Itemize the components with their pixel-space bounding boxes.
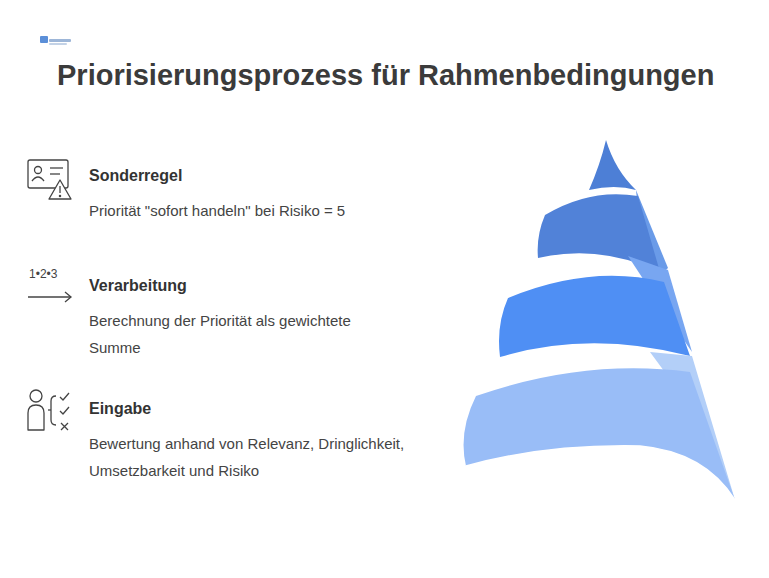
cone-edge [466,446,735,500]
check-mark [60,407,69,414]
bracket-tick [48,409,51,410]
warning-dot [59,195,60,196]
spiral-cone [464,140,735,500]
cone-band-bottom [464,368,735,500]
warning-triangle [49,180,71,199]
bracket [51,396,56,425]
logo [40,36,71,45]
arrow-head [65,292,71,302]
person-checklist-icon [28,390,69,430]
step-item: SonderregelPriorität "sofort handeln" be… [89,166,419,224]
arrow-line [28,296,71,297]
person-body [28,405,44,430]
step-description: Bewertung anhand von Relevanz, Dringlich… [89,430,409,484]
step-item: VerarbeitungBerechnung der Priorität als… [89,276,389,361]
cross-mark [61,423,68,430]
step-heading: Verarbeitung [89,276,389,296]
cone-band-middle [499,276,690,357]
logo-mark [49,39,71,42]
sequence-arrow-icon [28,292,71,302]
step-description: Berechnung der Priorität als gewichtete … [89,307,389,361]
step-heading: Sonderregel [89,166,419,186]
check-mark [60,393,69,400]
step-description: Priorität "sofort handeln" bei Risiko = … [89,197,419,224]
logo-mark [49,43,67,45]
logo-mark [40,36,48,43]
icon-label: 1•2•3 [29,267,57,281]
person-head [35,167,42,174]
diagram-title: Priorisierungsprozess für Rahmenbedingun… [57,58,714,93]
cone-tip [589,140,636,190]
cone-band-top [538,194,660,272]
warning-id-icon [28,160,71,199]
card-line [50,167,63,168]
person-head [30,390,42,402]
card-line [50,173,60,174]
step-item: EingabeBewertung anhand von Relevanz, Dr… [89,399,409,484]
person-body [32,177,44,181]
warning-mark [59,186,60,193]
step-heading: Eingabe [89,399,409,419]
